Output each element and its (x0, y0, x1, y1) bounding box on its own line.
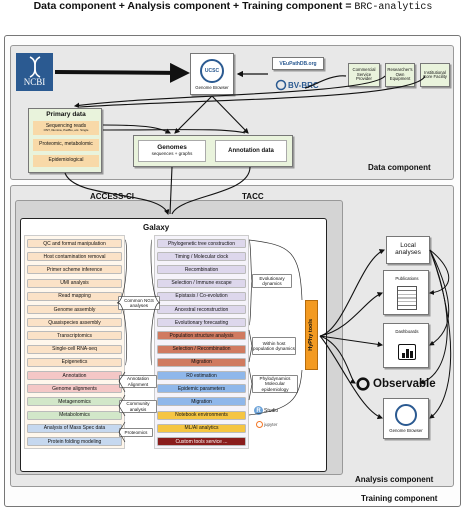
local-analyses-label: Local analyses (395, 242, 421, 256)
genome-browser-label: Genome Browser (195, 84, 229, 90)
commercial-provider: Commercial Service Provider (348, 63, 380, 87)
ucsc-logo-text: UCSC (204, 67, 220, 74)
ucsc-genome-browser-source: UCSC Genome Browser (190, 53, 234, 95)
tool-population-structure-analysis: Population structure analysis (157, 331, 246, 341)
primary-data-box: Primary data Sequencing reads ONT, Illum… (28, 108, 102, 173)
ncbi-label: NCBI (23, 77, 46, 88)
tool-notebook-environments: Notebook environments (157, 410, 246, 420)
rstudio-label: Studio (264, 407, 279, 414)
sequencing-reads-label: Sequencing reads (45, 122, 87, 129)
veupathdb-source: VEuPathDB.org (272, 57, 324, 70)
bvbrc-label: BV-BRC (288, 80, 319, 90)
hyphy-tools: HyPhy tools (305, 300, 318, 370)
genome-browser-output-label: Genome Browser (389, 428, 423, 433)
tool-ml-ai-analytics: ML/AI analytics (157, 423, 246, 433)
tool-qc-and-format-manipulation: QC and format manipulation (27, 239, 122, 248)
jupyter-icon (256, 421, 263, 428)
veupathdb-label: VEuPathDB.org (279, 60, 317, 67)
r-icon: R (254, 406, 263, 415)
tool-epidemic-parameters: Epidemic parameters (157, 384, 246, 394)
page-title: Data component + Analysis component + Tr… (0, 0, 466, 13)
sequencing-reads: Sequencing reads ONT, Illumina, PacBio, … (33, 121, 99, 135)
bvbrc-icon (275, 79, 287, 91)
tool-selection-recombination: Selection / Recombination (157, 344, 246, 354)
galaxy-title: Galaxy (143, 223, 170, 232)
tacc-label: TACC (242, 192, 264, 201)
within-host-group: Within host population dynamics (252, 337, 296, 355)
tool-r0-estimation: R0 estimation (157, 371, 246, 380)
primary-data-title: Primary data (46, 111, 86, 118)
title-text: Data component + Analysis component + Tr… (33, 0, 355, 12)
tool-metabolomics: Metabolomics (27, 410, 122, 420)
genomes-sub: sequences + graphs (151, 151, 193, 157)
dashboards: Dashboards (383, 323, 429, 368)
local-analyses: Local analyses (386, 236, 430, 264)
tool-umi-analysis: UMI analysis (27, 278, 122, 288)
publications-label: Publications (395, 276, 419, 281)
core-facility: Institutional Core Facility (420, 63, 450, 87)
tool-recombination: Recombination (157, 265, 246, 275)
access-ci-label: ACCESS-CI (90, 192, 135, 201)
jupyter-logo: jupyter (256, 421, 278, 428)
tool-host-contamination-removal: Host contamination removal (27, 252, 122, 262)
title-brand: BRC-analytics (354, 2, 433, 13)
annotation-alignment-group: Annotation Alignment (119, 375, 157, 388)
tool-selection-immune-escape: Selection / Immune escape (157, 278, 246, 288)
data-component-label: Data component (368, 163, 431, 172)
rstudio-logo: R Studio (254, 406, 278, 415)
jupyter-label: jupyter (264, 422, 278, 427)
tool-custom-tools-service: Custom tools service ... (157, 437, 246, 446)
tool-migration: Migration (157, 357, 246, 367)
tool-single-cell-rna-seq: Single-cell RNA-seq (27, 344, 122, 354)
tool-evolutionary-forecasting: Evolutionary forecasting (157, 318, 246, 328)
bvbrc-source: BV-BRC (275, 79, 319, 91)
evolutionary-dynamics-group: Evolutionary dynamics (252, 274, 292, 288)
genomes-title: Genomes (157, 144, 187, 152)
genome-browser-output: Genome Browser (383, 398, 429, 439)
publications: Publications (383, 270, 429, 315)
training-component-label: Training component (361, 494, 438, 503)
sequencing-reads-sub: ONT, Illumina, PacBio, etc. Single (43, 128, 89, 133)
tool-genome-alignments: Genome alignments (27, 384, 122, 394)
dashboards-label: Dashboards (395, 329, 419, 334)
ncbi-logo: NCBI (16, 53, 53, 91)
document-icon (397, 286, 417, 310)
genomes-box: Genomes sequences + graphs (138, 140, 206, 162)
tool-primer-scheme-inference: Primer scheme inference (27, 265, 122, 275)
researcher-equipment: Researcher's Own Equipment (385, 63, 415, 87)
phylodynamics-group: Phylodynamics Molecular epidemiology (252, 375, 298, 393)
tool-quasispecies-assembly: Quasispecies assembly (27, 318, 122, 328)
ucsc-seal-output-icon (395, 404, 417, 426)
proteomic-metabolomic: Proteomic, metabolomic (33, 139, 99, 151)
analysis-component-label: Analysis component (355, 475, 434, 484)
tool-transcriptomics: Transcriptomics (27, 331, 122, 341)
epidemiological: Epidemiological (33, 155, 99, 167)
tool-protein-folding-modeling: Protein folding modeling (27, 437, 122, 446)
observable-icon (356, 377, 370, 391)
ucsc-seal-icon: UCSC (200, 58, 224, 83)
tool-migration: Migration (157, 397, 246, 407)
tool-phylogenetic-tree-construction: Phylogenetic tree construction (157, 239, 246, 248)
dna-icon (29, 56, 40, 78)
tool-epigenetics: Epigenetics (27, 357, 122, 367)
annotation-data-box: Annotation data (215, 140, 287, 162)
chart-icon (398, 344, 416, 360)
tool-timing-molecular-clock: Timing / Molecular clock (157, 252, 246, 262)
